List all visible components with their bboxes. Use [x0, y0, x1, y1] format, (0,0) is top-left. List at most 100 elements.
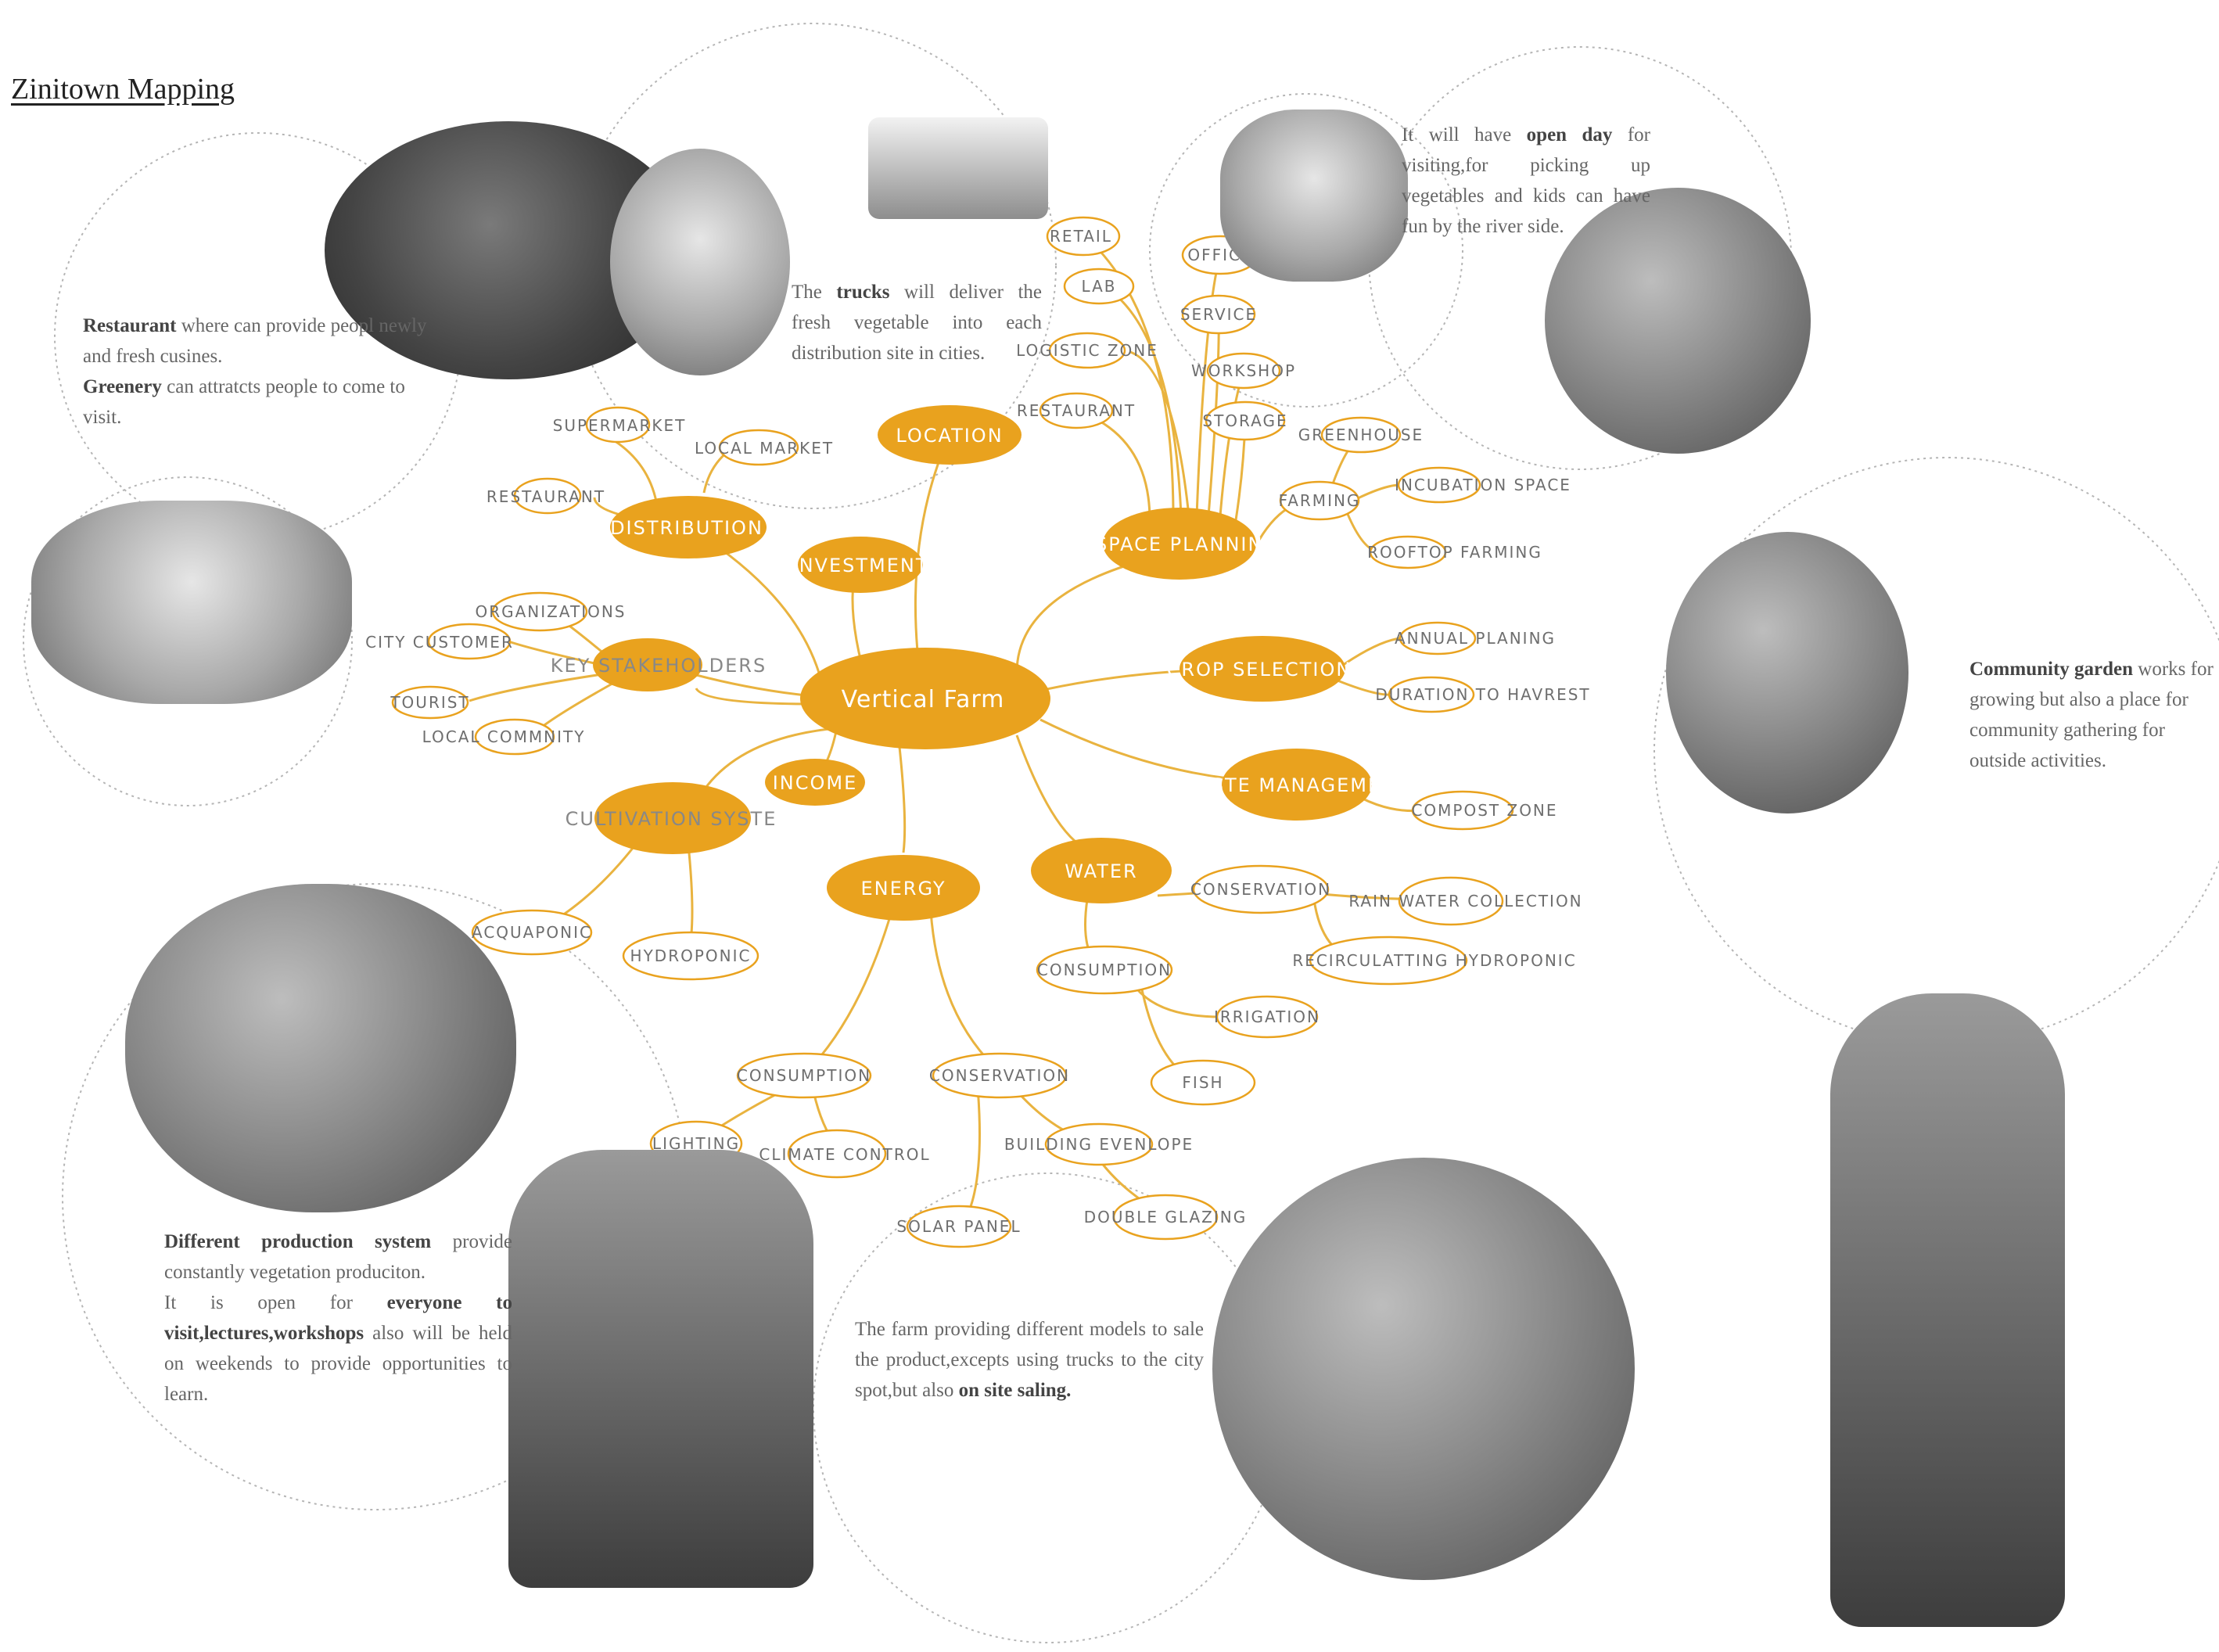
- leaf-local-community: LOCAL COMMNITY: [422, 727, 586, 746]
- leaf-consumption-energy: CONSUMPTION: [737, 1066, 871, 1085]
- branch-oval-energy: [827, 855, 980, 921]
- leaf-restaurant: RESTAURANT: [487, 487, 605, 506]
- context-circle-community: [1653, 457, 2219, 1045]
- leaf-rooftop: ROOFTOP FARMING: [1367, 543, 1542, 562]
- community-note: Community garden works for growing but a…: [1969, 654, 2217, 776]
- farmer-vegetables-photo: [1545, 188, 1811, 454]
- branch-oval-location: [878, 405, 1022, 465]
- leaf-oval-incubation: [1397, 466, 1481, 504]
- leaf-oval-solar-panel: [906, 1205, 1012, 1248]
- leaf-consumption-water: CONSUMPTION: [1037, 961, 1172, 979]
- leaf-rain-water: RAIN WATER COLLECTION: [1348, 892, 1582, 910]
- leaf-ovals: [391, 216, 1514, 1248]
- leaf-oval-service: [1181, 294, 1256, 335]
- truck-illustration: [868, 117, 1048, 219]
- community-note-text: works for growing but also a place for c…: [1969, 659, 2214, 771]
- kids-cart-photo: [1220, 110, 1408, 282]
- production-note-bold: Different production system: [164, 1231, 432, 1252]
- leaf-incubation: INCUBATION SPACE: [1395, 476, 1571, 494]
- context-circle-openday: [1149, 93, 1463, 408]
- leaf-oval-farming: [1279, 480, 1360, 521]
- branch-location: LOCATION: [896, 425, 1003, 447]
- leaf-oval-local-market: [718, 429, 799, 466]
- trucks-note-lead: The: [792, 282, 837, 303]
- restaurant-note-text: where can provide peopl newly and fresh …: [83, 315, 427, 367]
- branch-oval-key-stakeholders: [593, 638, 702, 691]
- branch-space: SPACE PLANNING: [1095, 533, 1280, 555]
- leaf-lab: LAB: [1081, 277, 1116, 296]
- leaf-oval-compost: [1411, 790, 1514, 831]
- branch-income: INCOME: [773, 772, 858, 794]
- branch-oval-waste: [1222, 749, 1372, 821]
- leaf-oval-retail: [1046, 216, 1121, 257]
- leaf-restaurant-space: RESTAURANT: [1017, 401, 1136, 420]
- leaf-farming: FARMING: [1279, 491, 1361, 510]
- greenery-note-bold: Greenery: [83, 376, 162, 397]
- visit-note-bold: everyone to visit,lectures,workshops: [164, 1292, 512, 1344]
- leaf-conservation-water: CONSERVATION: [1190, 880, 1331, 899]
- leaf-oval-city-customer: [427, 623, 512, 660]
- leaf-oval-local-community: [474, 718, 555, 756]
- branch-oval-investment: [798, 537, 923, 593]
- models-note-text: The farm providing different models to s…: [855, 1319, 1204, 1401]
- leaf-oval-rain-water: [1398, 876, 1504, 926]
- farmers-market-photo: [1212, 1158, 1635, 1580]
- trucks-note-bold: trucks: [836, 282, 890, 303]
- leaf-oval-climate-control: [787, 1129, 887, 1179]
- leaf-supermarket: SUPERMARKET: [553, 416, 687, 435]
- openday-note-bold: open day: [1526, 124, 1613, 145]
- leaf-oval-building-envelope: [1044, 1122, 1154, 1166]
- trucks-note-text: will deliver the fresh vegetable into ea…: [792, 282, 1042, 364]
- leaf-solar-panel: SOLAR PANEL: [896, 1217, 1021, 1236]
- leaf-oval-consumption-energy: [736, 1052, 872, 1099]
- branch-cultivation: CULTIVATION SYSTE: [566, 808, 777, 830]
- leaf-workshop: WORKSHOP: [1191, 361, 1296, 380]
- branch-oval-distribution: [610, 496, 767, 558]
- leaf-labels: SUPERMARKET LOCAL MARKET RESTAURANT ORGA…: [365, 227, 1590, 1236]
- visit-note-lead: It is open for: [164, 1292, 387, 1313]
- trucks-note: The trucks will deliver the fresh vegeta…: [792, 277, 1042, 368]
- leaf-oval-supermarket: [585, 406, 651, 444]
- leaf-organizations: ORGANIZATIONS: [475, 602, 626, 621]
- context-circle-models: [813, 1173, 1284, 1643]
- restaurant-note-bold: Restaurant: [83, 315, 177, 336]
- leaf-oval-storage: [1205, 400, 1286, 441]
- branch-ovals: [593, 405, 1372, 921]
- leaf-oval-hydroponic: [622, 931, 759, 981]
- leaf-oval-consumption-water: [1036, 945, 1173, 995]
- production-note: Different production system provide cons…: [164, 1226, 512, 1410]
- context-circle-picnic: [23, 476, 353, 806]
- leaf-oval-workshop: [1206, 352, 1281, 390]
- openday-note-text: for visiting,for picking up vegetables a…: [1402, 124, 1651, 237]
- leaf-acquaponic: ACQUAPONIC: [472, 923, 592, 942]
- leaf-oval-restaurant: [513, 477, 582, 515]
- branch-oval-crop: [1180, 636, 1345, 702]
- leaf-oval-organizations: [491, 591, 588, 632]
- leaf-duration: DURATION TO HAVREST: [1375, 685, 1590, 704]
- openday-note: It will have open day for visiting,for p…: [1402, 120, 1650, 242]
- leaf-recirculating: RECIRCULATTING HYDROPONIC: [1292, 951, 1576, 970]
- leaf-oval-fish: [1150, 1059, 1256, 1106]
- leaf-climate-control: CLIMATE CONTROL: [759, 1145, 930, 1164]
- leaf-tourist: TOURIST: [390, 693, 469, 712]
- leaf-oval-conservation-energy: [932, 1052, 1068, 1099]
- photographer-photo: [125, 884, 516, 1212]
- branch-oval-space: [1103, 508, 1256, 580]
- leaf-compost: COMPOST ZONE: [1411, 801, 1557, 820]
- leaf-oval-conservation-water: [1192, 864, 1330, 914]
- leaf-retail: RETAIL: [1050, 227, 1112, 246]
- openday-note-lead: It will have: [1402, 124, 1527, 145]
- community-garden-photo: [1666, 532, 1908, 813]
- leaf-oval-acquaponic: [471, 909, 593, 956]
- leaf-annual: ANNUAL PLANING: [1395, 629, 1556, 648]
- context-circle-trucks: [570, 23, 1057, 509]
- branch-investment: INVESTMENT: [792, 555, 929, 576]
- leaf-oval-double-glazing: [1112, 1194, 1219, 1241]
- leaf-oval-tourist: [391, 685, 469, 720]
- leaf-hydroponic: HYDROPONIC: [630, 946, 752, 965]
- leaf-local-market: LOCAL MARKET: [695, 439, 834, 458]
- models-note-bold: on site saling.: [958, 1380, 1072, 1401]
- visit-note-text: also will be held on weekends to provide…: [164, 1323, 512, 1405]
- leaf-building-envelope: BUILDING EVENLOPE: [1004, 1135, 1194, 1154]
- picnic-photo: [31, 501, 352, 704]
